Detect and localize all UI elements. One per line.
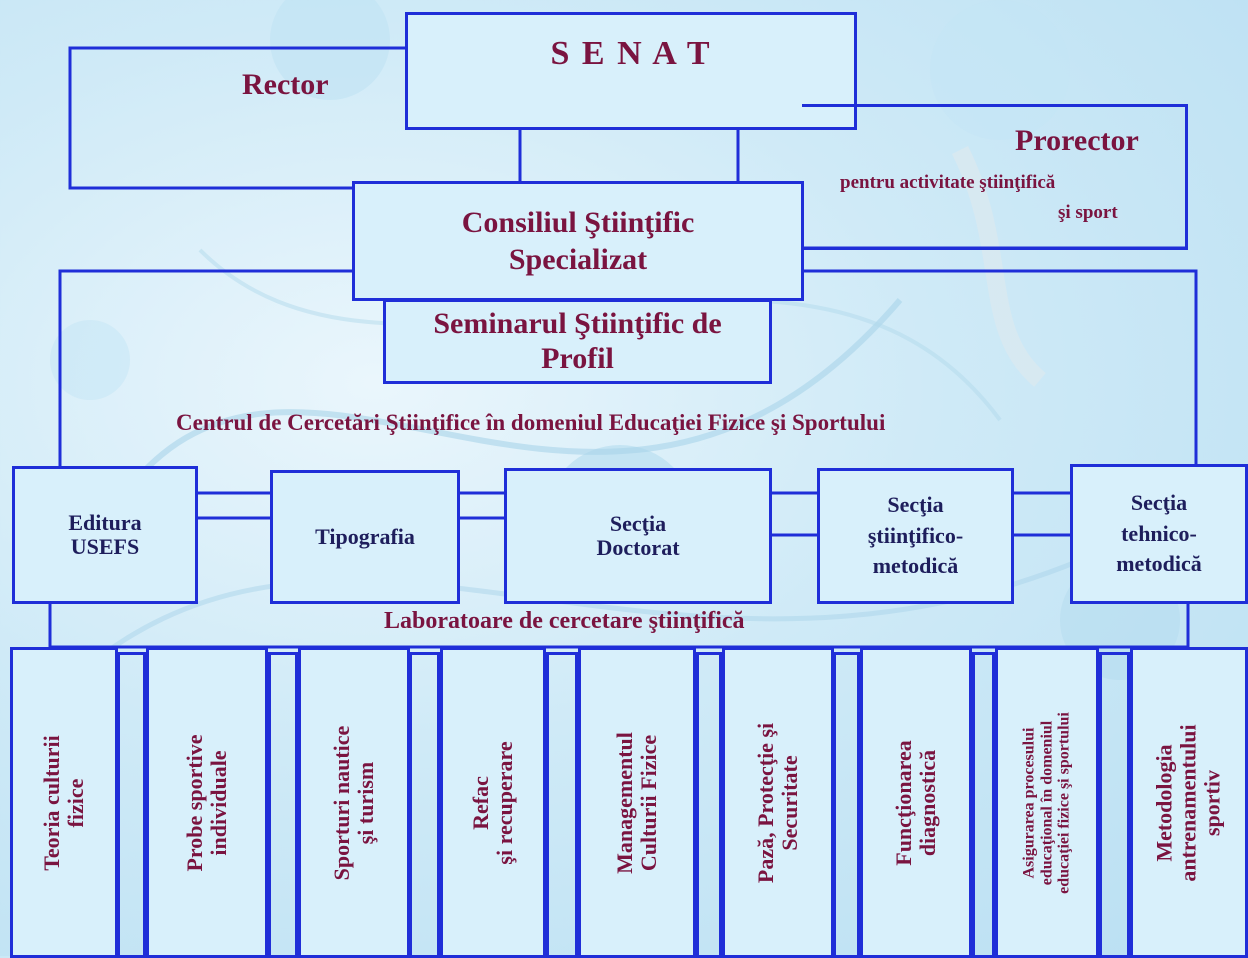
seminar-line2: Profil <box>541 341 614 375</box>
lab-divider <box>696 652 722 958</box>
lab-label-line: educaţional în domeniul <box>1038 720 1056 885</box>
lab-label-line: Funcţionarea <box>890 739 916 866</box>
lab-divider <box>409 652 440 958</box>
lab-label-line: Metodologia <box>1151 743 1177 862</box>
lab-label-line: diagnostică <box>915 749 940 856</box>
consiliul-box: Consiliul Ştiinţific Specializat <box>352 181 804 301</box>
lab-label-line: educaţiei fizice şi sportului <box>1055 711 1073 894</box>
lab-label-line: Managementul <box>611 731 637 874</box>
prorector-title: Prorector <box>1015 124 1139 157</box>
prorector-line2: şi sport <box>1058 202 1118 223</box>
lab-divider <box>972 652 995 958</box>
consiliul-line1: Consiliul Ştiinţific <box>461 205 695 239</box>
lab-label-line: Securitate <box>777 754 802 851</box>
lab-label-line: Teoria culturii <box>38 734 64 871</box>
lab-label-line: Refac <box>467 775 493 830</box>
lab-divider <box>1099 652 1130 958</box>
lab-label-line: individuale <box>206 749 231 856</box>
senat-box: S E N A T <box>405 12 857 130</box>
doctorat-line2: Doctorat <box>596 535 680 560</box>
seminar-line1: Seminarul Ştiinţific de <box>433 307 722 340</box>
stiintifico-line3: metodică <box>872 553 959 579</box>
stiintifico-line2: ştiinţifico- <box>867 522 964 548</box>
lab-label-line: şi recuperare <box>492 740 517 865</box>
prorector-line1: pentru activitate ştiinţifică <box>840 172 1056 193</box>
rector-label: Rector <box>242 68 329 101</box>
consiliul-line2: Specializat <box>508 243 648 276</box>
section-tehnico: Secţia tehnico- metodică <box>1070 464 1248 604</box>
senat-label: S E N A T <box>550 35 712 72</box>
editura-line1: Editura <box>68 509 142 535</box>
lab-label-line: Asigurarea procesului <box>1020 727 1038 878</box>
section-tipografia: Tipografia <box>270 470 460 604</box>
lab-divider <box>117 652 146 958</box>
section-editura: Editura USEFS <box>12 466 198 604</box>
tehnico-line2: tehnico- <box>1121 520 1197 546</box>
lab-label-line: fizice <box>63 778 88 827</box>
lab-label-line: şi turism <box>353 761 378 844</box>
prorector-box <box>802 104 1188 250</box>
lab-divider <box>546 652 578 958</box>
doctorat-line1: Secţia <box>609 510 667 536</box>
lab-label-line: Culturii Fizice <box>636 734 661 871</box>
stiintifico-line1: Secţia <box>887 491 944 517</box>
tehnico-line1: Secţia <box>1130 489 1188 515</box>
lab-label-line: sportiv <box>1200 769 1226 836</box>
centru-title: Centrul de Cercetări Ştiinţifice în dome… <box>176 410 886 435</box>
section-doctorat: Secţia Doctorat <box>504 468 772 604</box>
lab-divider <box>268 652 298 958</box>
tehnico-line3: metodică <box>1116 551 1202 577</box>
section-stiintifico: Secţia ştiinţifico- metodică <box>817 468 1014 604</box>
lab-label-line: Probe sportive <box>181 733 207 872</box>
lab-label-line: Sporturi nautice <box>328 725 354 880</box>
editura-line2: USEFS <box>70 534 140 559</box>
seminar-box: Seminarul Ştiinţific de Profil <box>383 299 772 384</box>
laboratoare-title: Laboratoare de cercetare ştiinţifică <box>384 608 745 634</box>
lab-label-line: Pază, Protecţie şi <box>752 722 778 883</box>
tipografia-label: Tipografia <box>315 524 415 549</box>
lab-label-line: antrenamentului <box>1175 723 1201 882</box>
lab-divider <box>833 652 860 958</box>
